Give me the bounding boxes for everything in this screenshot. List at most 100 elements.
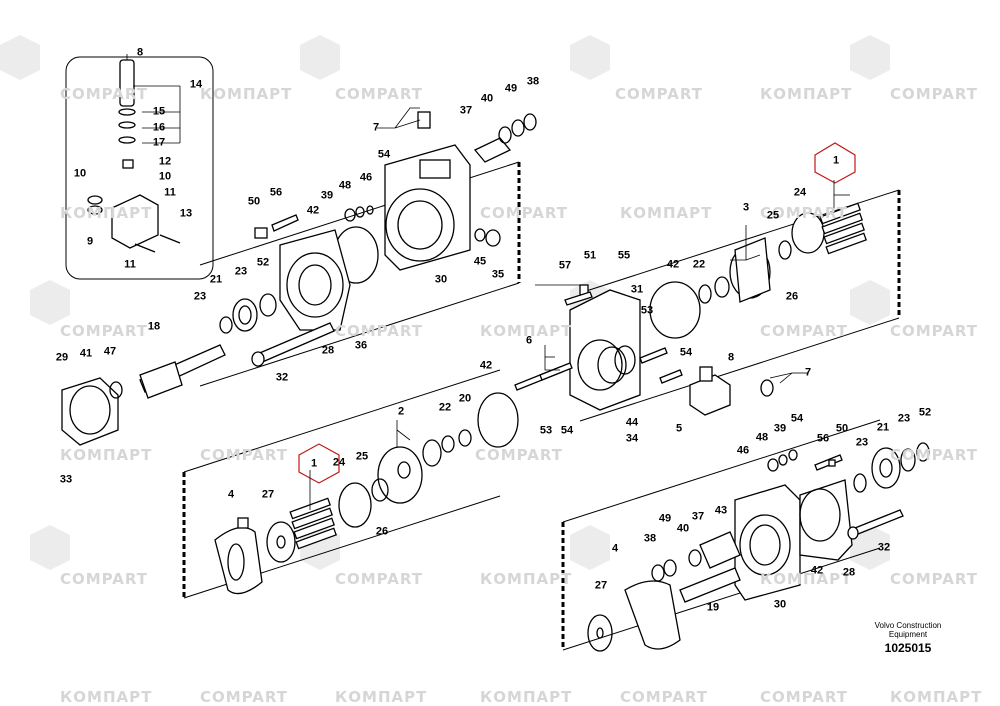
callout-49: 49	[504, 82, 518, 95]
callout-36: 36	[354, 339, 368, 352]
caption-line-2: Equipment	[888, 630, 928, 639]
callout-40: 40	[480, 92, 494, 105]
callout-34: 34	[625, 432, 639, 445]
callout-4: 4	[611, 542, 619, 555]
svg-text:КОМПАРТ: КОМПАРТ	[60, 204, 152, 222]
callout-21: 21	[209, 273, 223, 286]
callout-30: 30	[773, 598, 787, 611]
svg-text:COMPART: COMPART	[335, 570, 423, 588]
callout-53: 53	[539, 424, 553, 437]
callout-46: 46	[736, 444, 750, 457]
callout-48: 48	[755, 431, 769, 444]
callout-12: 12	[158, 155, 172, 168]
callout-37: 37	[691, 510, 705, 523]
callout-41: 41	[79, 347, 93, 360]
svg-text:COMPART: COMPART	[200, 688, 288, 706]
svg-text:COMPART: COMPART	[480, 204, 568, 222]
callout-1: 1	[832, 154, 840, 167]
callout-46: 46	[359, 171, 373, 184]
document-number: 1025015	[884, 641, 932, 655]
callout-24: 24	[332, 456, 346, 469]
svg-text:COMPART: COMPART	[335, 85, 423, 103]
callout-38: 38	[526, 75, 540, 88]
callout-21: 21	[876, 421, 890, 434]
callout-43: 43	[714, 504, 728, 517]
highlight-hexagons	[298, 142, 856, 484]
callout-3: 3	[742, 201, 750, 214]
callout-23: 23	[193, 290, 207, 303]
callout-30: 30	[434, 273, 448, 286]
svg-text:КОМПАРТ: КОМПАРТ	[480, 322, 572, 340]
callout-6: 6	[525, 334, 533, 347]
svg-text:COMPART: COMPART	[890, 446, 978, 464]
callout-11: 11	[124, 258, 136, 271]
svg-text:COMPART: COMPART	[890, 85, 978, 103]
svg-text:COMPART: COMPART	[760, 322, 848, 340]
callout-23: 23	[855, 436, 869, 449]
callout-52: 52	[918, 406, 932, 419]
svg-text:COMPART: COMPART	[760, 688, 848, 706]
svg-text:COMPART: COMPART	[60, 570, 148, 588]
svg-text:COMPART: COMPART	[890, 322, 978, 340]
callout-9: 9	[86, 235, 94, 248]
callout-2: 2	[397, 405, 405, 418]
callout-48: 48	[338, 179, 352, 192]
callout-26: 26	[785, 290, 799, 303]
callout-7: 7	[804, 366, 812, 379]
svg-text:КОМПАРТ: КОМПАРТ	[620, 204, 712, 222]
watermark-background	[0, 35, 890, 570]
callout-44: 44	[625, 416, 639, 429]
callout-20: 20	[458, 392, 472, 405]
svg-text:COMPART: COMPART	[60, 85, 148, 103]
callout-32: 32	[275, 371, 289, 384]
callout-23: 23	[234, 265, 248, 278]
callout-24: 24	[793, 186, 807, 199]
callout-10: 10	[73, 167, 87, 180]
svg-text:COMPART: COMPART	[60, 322, 148, 340]
svg-text:COMPART: COMPART	[760, 204, 848, 222]
callout-37: 37	[459, 104, 473, 117]
watermark-text: COMPART КОМПАРТ COMPART COMPART КОМПАРТ …	[60, 85, 982, 706]
callout-54: 54	[790, 412, 804, 425]
svg-text:COMPART: COMPART	[615, 85, 703, 103]
callout-49: 49	[658, 512, 672, 525]
svg-text:COMPART: COMPART	[890, 570, 978, 588]
leader-lines	[126, 54, 850, 510]
callout-42: 42	[666, 258, 680, 271]
callout-8: 8	[727, 351, 735, 364]
callout-51: 51	[583, 249, 597, 262]
callout-31: 31	[630, 283, 644, 296]
callout-22: 22	[692, 258, 706, 271]
svg-text:КОМПАРТ: КОМПАРТ	[760, 570, 852, 588]
callout-52: 52	[256, 256, 270, 269]
callout-28: 28	[321, 344, 335, 357]
callout-32: 32	[877, 541, 891, 554]
callout-15: 15	[152, 105, 166, 118]
callout-28: 28	[842, 566, 856, 579]
svg-text:КОМПАРТ: КОМПАРТ	[890, 688, 982, 706]
callout-54: 54	[560, 424, 574, 437]
callout-22: 22	[438, 401, 452, 414]
callout-39: 39	[320, 189, 334, 202]
callout-16: 16	[152, 121, 166, 134]
callout-26: 26	[375, 525, 389, 538]
svg-text:COMPART: COMPART	[200, 446, 288, 464]
callout-25: 25	[766, 209, 780, 222]
callout-10: 10	[158, 170, 172, 183]
callout-4: 4	[227, 488, 235, 501]
svg-text:КОМПАРТ: КОМПАРТ	[60, 446, 152, 464]
callout-5: 5	[675, 422, 683, 435]
callout-50: 50	[247, 195, 261, 208]
callout-50: 50	[835, 422, 849, 435]
callout-23: 23	[897, 412, 911, 425]
parts	[61, 59, 930, 652]
callout-7: 7	[372, 121, 380, 134]
callout-27: 27	[594, 579, 608, 592]
svg-text:COMPART: COMPART	[620, 688, 708, 706]
svg-text:КОМПАРТ: КОМПАРТ	[60, 688, 152, 706]
callout-54: 54	[377, 148, 391, 161]
svg-text:КОМПАРТ: КОМПАРТ	[480, 688, 572, 706]
callout-18: 18	[147, 320, 161, 333]
svg-text:КОМПАРТ: КОМПАРТ	[480, 570, 572, 588]
